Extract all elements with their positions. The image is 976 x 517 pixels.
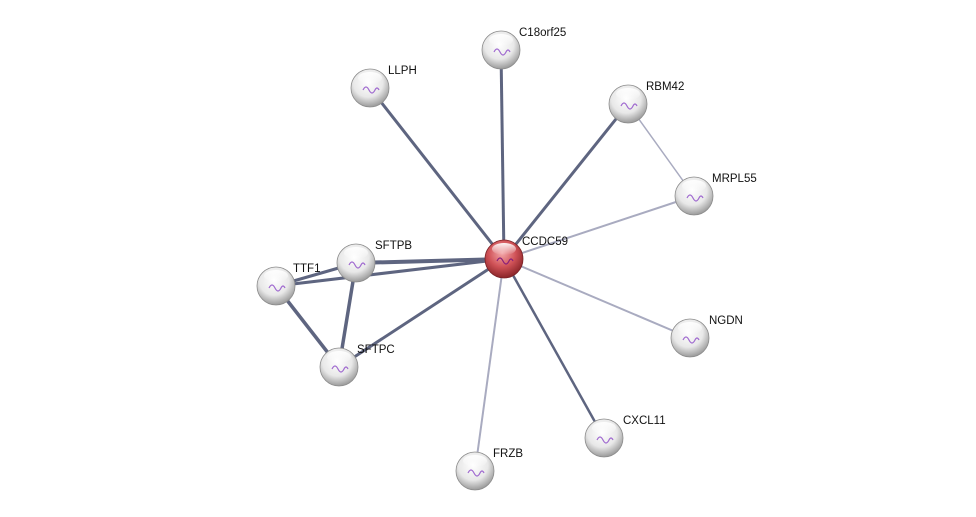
- protein-structure-icon: [493, 48, 511, 56]
- edge-ccdc59-sftpc[interactable]: [338, 257, 505, 369]
- node-sftpb[interactable]: SFTPB: [336, 240, 412, 283]
- node-highlight: [264, 270, 288, 282]
- edge-ccdc59-rbm42[interactable]: [502, 103, 630, 260]
- node-label: MRPL55: [712, 173, 757, 185]
- node-label: RBM42: [646, 81, 684, 93]
- protein-structure-icon: [686, 194, 704, 202]
- node-ttf1[interactable]: TTF1: [256, 263, 320, 306]
- node-sftpc[interactable]: SFTPC: [319, 344, 395, 387]
- protein-structure-icon: [331, 365, 349, 373]
- node-label: SFTPB: [375, 240, 412, 252]
- protein-structure-icon: [620, 102, 638, 110]
- node-highlight: [489, 34, 513, 46]
- node-ngdn[interactable]: NGDN: [670, 315, 743, 358]
- edge-ccdc59-frzb[interactable]: [474, 258, 505, 472]
- protein-structure-icon: [467, 469, 485, 477]
- node-label: LLPH: [388, 65, 417, 77]
- node-label: SFTPC: [357, 344, 395, 356]
- protein-structure-icon: [362, 86, 380, 94]
- node-highlight: [327, 351, 351, 363]
- protein-structure-icon: [682, 336, 700, 344]
- edge-ccdc59-mrpl55[interactable]: [503, 195, 695, 260]
- edge-ccdc59-llph[interactable]: [368, 87, 506, 260]
- node-highlight: [678, 322, 702, 334]
- node-highlight: [592, 422, 616, 434]
- node-mrpl55[interactable]: MRPL55: [674, 173, 757, 216]
- node-cxcl11[interactable]: CXCL11: [584, 415, 666, 458]
- node-label: C18orf25: [519, 27, 566, 39]
- protein-structure-icon: [596, 436, 614, 444]
- node-highlight: [492, 243, 516, 255]
- node-rbm42[interactable]: RBM42: [608, 81, 684, 124]
- node-llph[interactable]: LLPH: [350, 65, 417, 108]
- node-c18orf25[interactable]: C18orf25: [481, 27, 566, 70]
- node-label: NGDN: [709, 315, 743, 327]
- node-label: CCDC59: [522, 236, 568, 248]
- node-label: TTF1: [293, 263, 320, 275]
- node-highlight: [616, 88, 640, 100]
- edge-ccdc59-sftpb[interactable]: [355, 257, 505, 265]
- node-ccdc59[interactable]: CCDC59: [484, 236, 568, 279]
- protein-structure-icon: [496, 257, 514, 265]
- node-highlight: [358, 72, 382, 84]
- node-highlight: [463, 455, 487, 467]
- node-highlight: [344, 247, 368, 259]
- protein-structure-icon: [268, 284, 286, 292]
- node-frzb[interactable]: FRZB: [455, 448, 523, 491]
- protein-structure-icon: [348, 261, 366, 269]
- edge-ccdc59-ttf1[interactable]: [275, 257, 505, 288]
- node-highlight: [682, 180, 706, 192]
- node-label: FRZB: [493, 448, 523, 460]
- node-label: CXCL11: [623, 415, 666, 427]
- edge-ccdc59-c18orf25[interactable]: [499, 49, 506, 260]
- edge-ccdc59-ngdn[interactable]: [503, 258, 691, 339]
- edge-ccdc59-cxcl11[interactable]: [502, 258, 606, 439]
